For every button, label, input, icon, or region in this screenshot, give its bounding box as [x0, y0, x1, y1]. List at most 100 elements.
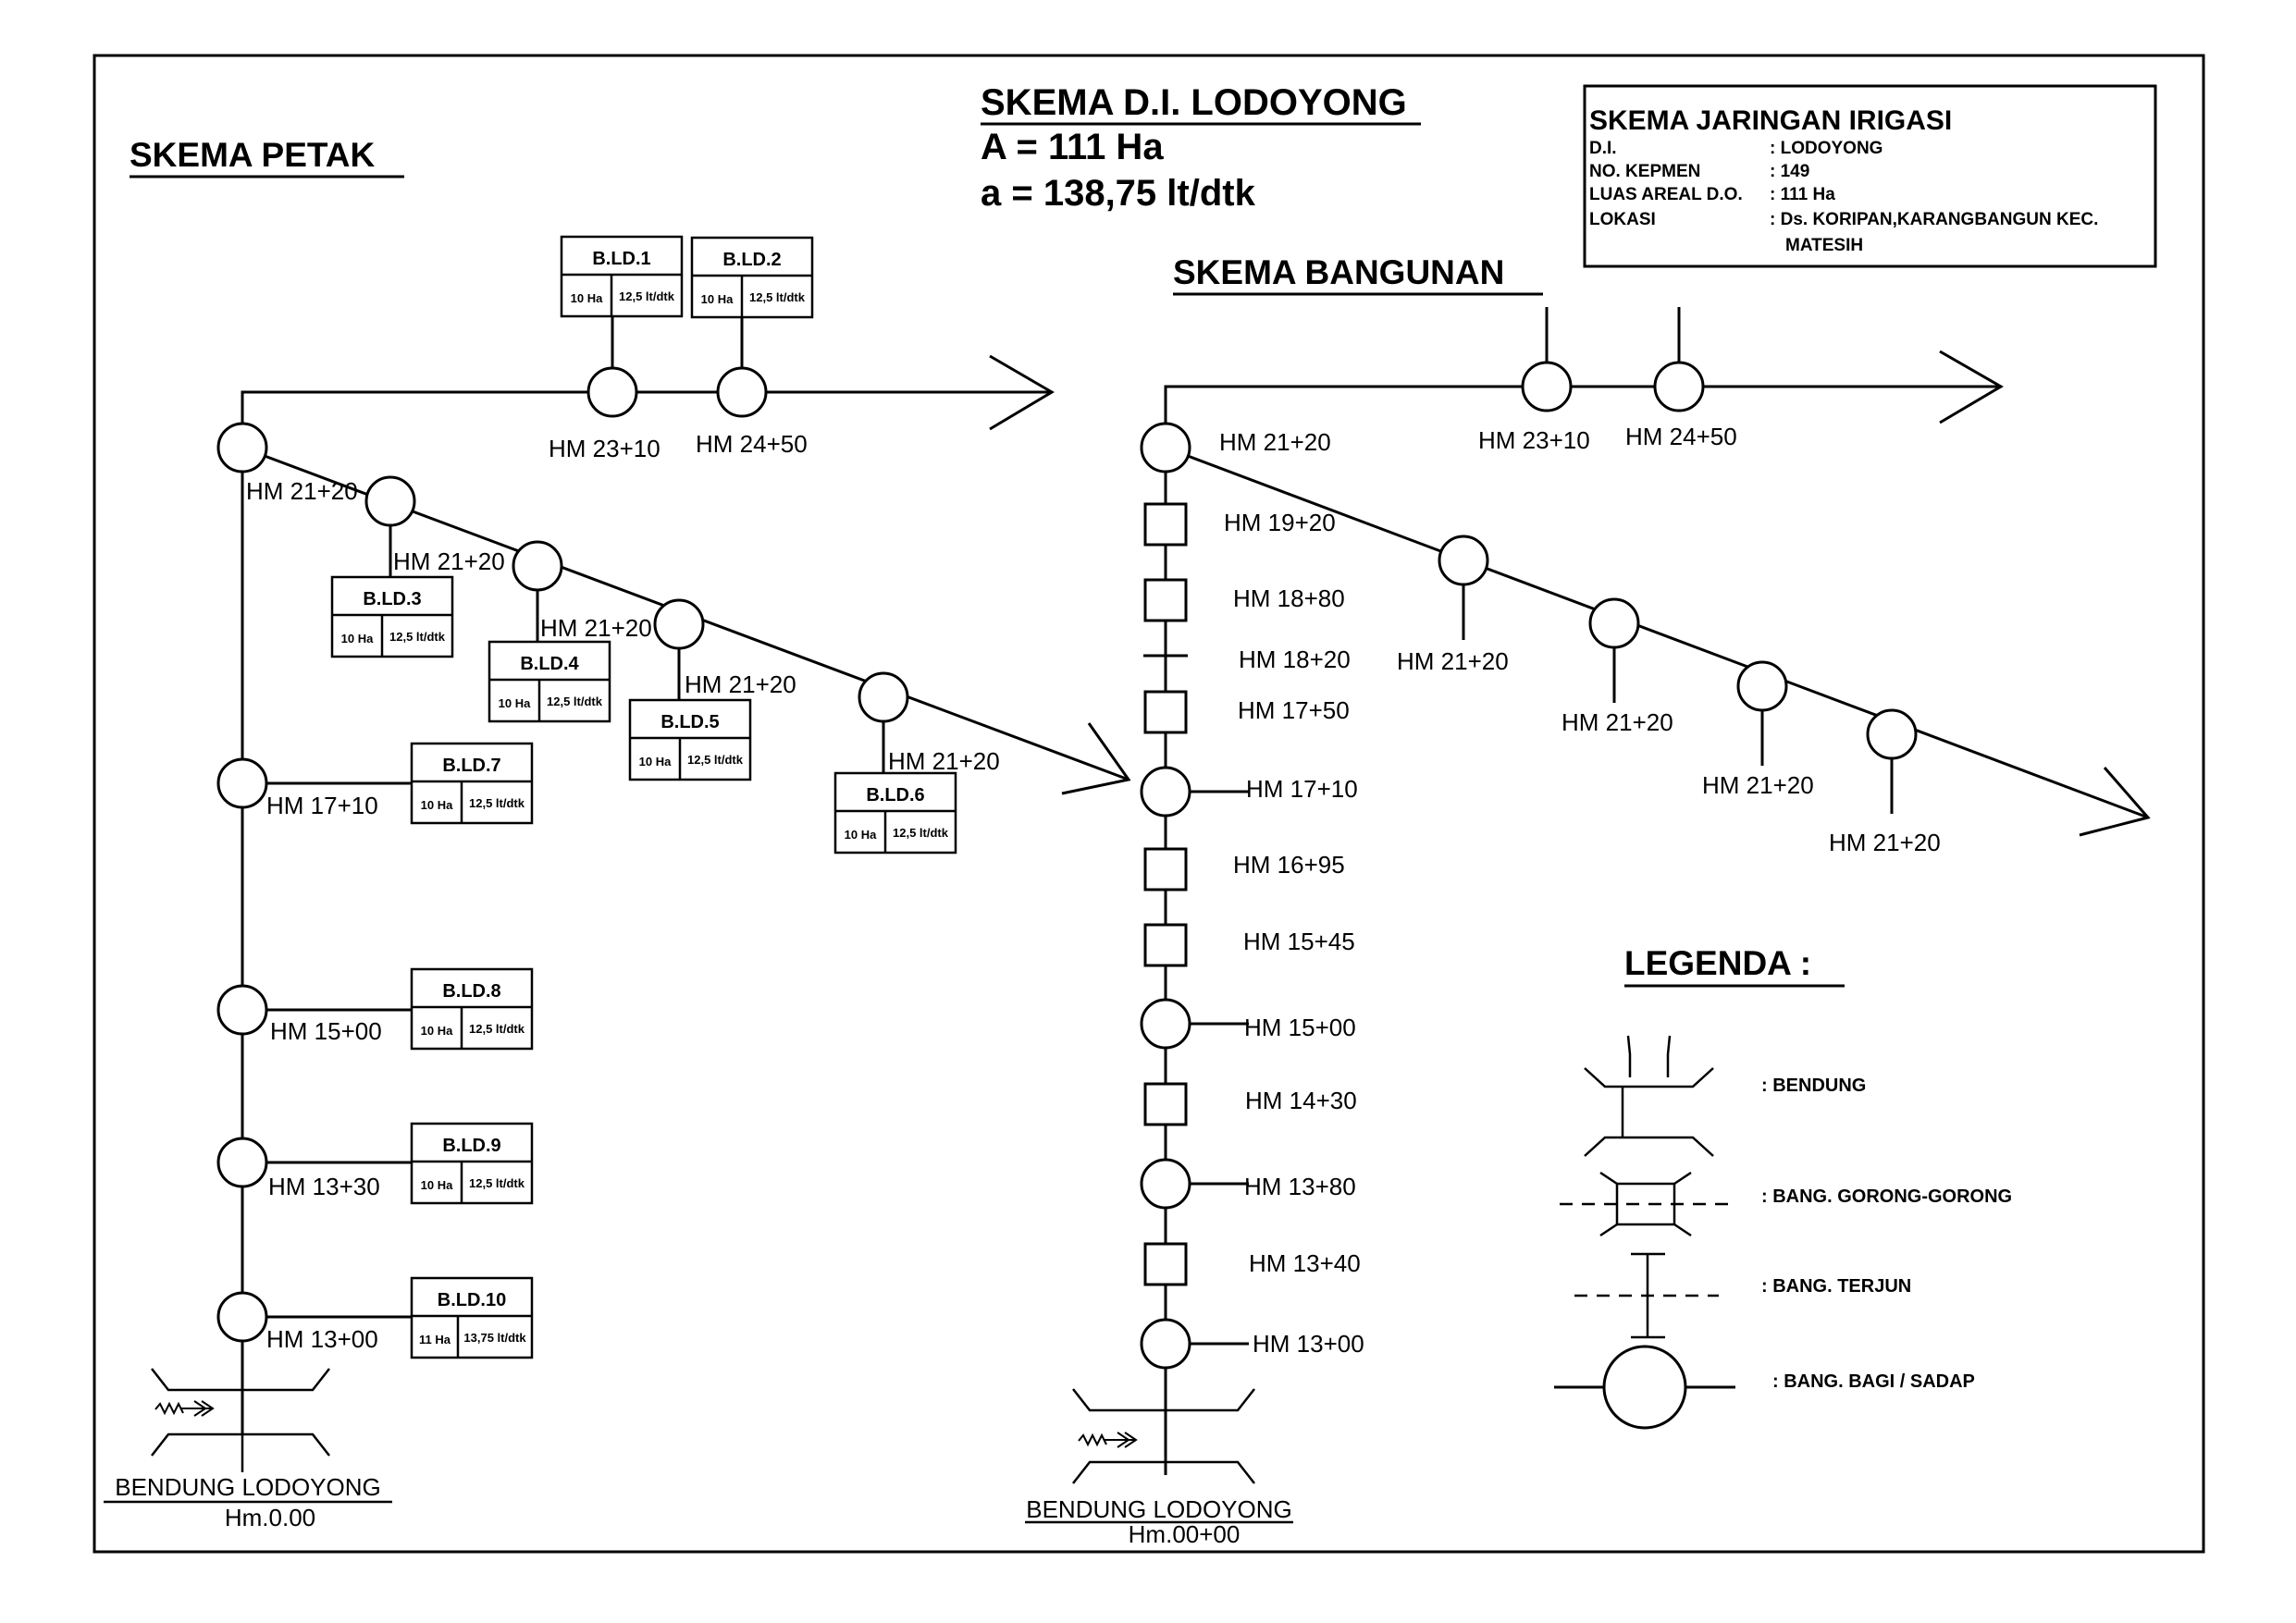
- block-bld2: B.LD.2 10 Ha 12,5 lt/dtk: [690, 236, 814, 319]
- block-area: 10 Ha: [421, 1024, 453, 1038]
- petak-node-hm-2120-c: [512, 540, 563, 592]
- bangunan-diagonal-arrow: [2079, 767, 2151, 837]
- block-flow: 12,5 lt/dtk: [469, 1022, 525, 1036]
- legend: LEGENDA : : BENDUNG : BANG. GORONG-GORON…: [1554, 944, 2012, 1430]
- bangunan-node-hm-1500: [1140, 998, 1191, 1050]
- petak-weir-hm: Hm.0.00: [225, 1504, 315, 1531]
- bangunan-label-diag-4: HM 21+20: [1829, 829, 1941, 856]
- culvert-hm-1340: [1143, 1242, 1188, 1286]
- block-area: 10 Ha: [845, 828, 877, 842]
- bangunan-weir-symbol: [1072, 1388, 1255, 1484]
- bangunan-node-diag-2: [1588, 597, 1640, 649]
- block-area: 10 Ha: [639, 755, 672, 768]
- petak-node-hm-2450: [716, 366, 768, 418]
- bangunan-node-hm-2310: [1521, 361, 1573, 412]
- block-name: B.LD.6: [866, 785, 924, 805]
- culvert-hm-1920: [1143, 502, 1188, 547]
- petak-node-hm-2120-e: [858, 671, 909, 723]
- bangunan-label-hm-1820: HM 18+20: [1239, 646, 1351, 673]
- info-key-location: LOKASI: [1589, 210, 1656, 229]
- block-bld3: B.LD.3 10 Ha 12,5 lt/dtk: [330, 575, 454, 658]
- bangunan-label-hm-1695: HM 16+95: [1233, 851, 1345, 879]
- block-flow: 12,5 lt/dtk: [469, 1176, 525, 1190]
- block-area: 10 Ha: [421, 1178, 453, 1192]
- petak-node-hm-2310: [586, 366, 638, 418]
- bangunan-label-hm-1430: HM 14+30: [1245, 1087, 1357, 1114]
- culvert-hm-1750: [1143, 690, 1188, 734]
- bangunan-label-diag-3: HM 21+20: [1702, 771, 1814, 799]
- bangunan-label-hm-1920: HM 19+20: [1224, 509, 1336, 536]
- petak-label-hm-2120-c: HM 21+20: [540, 614, 652, 642]
- culvert-hm-1430: [1143, 1082, 1188, 1126]
- culvert-icon: [1560, 1171, 1734, 1237]
- petak-label-hm-1710: HM 17+10: [266, 792, 378, 819]
- bangunan-label-hm-1545: HM 15+45: [1243, 928, 1355, 955]
- bangunan-label-hm-1300: HM 13+00: [1253, 1330, 1364, 1358]
- block-flow: 12,5 lt/dtk: [687, 753, 744, 767]
- bangunan-node-hm-1710: [1140, 766, 1191, 818]
- drop-structure-icon: [1574, 1252, 1719, 1339]
- block-flow: 12,5 lt/dtk: [893, 826, 949, 840]
- bangunan-node-hm-2450: [1653, 361, 1705, 412]
- info-val-area: : 111 Ha: [1770, 185, 1835, 204]
- bangunan-diagonal-canal: [1165, 446, 2149, 819]
- info-val-di: : LODOYONG: [1770, 139, 1882, 158]
- petak-node-hm-2120-b: [364, 475, 416, 527]
- skema-petak-heading: SKEMA PETAK: [130, 136, 375, 174]
- info-val-kepmen: : 149: [1770, 162, 1809, 181]
- bangunan-label-hm-1710: HM 17+10: [1246, 775, 1358, 803]
- petak-label-hm-1330: HM 13+30: [268, 1173, 380, 1200]
- bangunan-node-diag-1: [1438, 535, 1489, 586]
- petak-node-hm-1710: [216, 757, 268, 809]
- block-area: 10 Ha: [341, 632, 374, 646]
- culvert-hm-1695: [1143, 847, 1188, 891]
- petak-label-hm-2310: HM 23+10: [549, 435, 660, 462]
- skema-bangunan: SKEMA BANGUNAN: [1025, 253, 2151, 1548]
- petak-node-hm-2120-d: [653, 598, 705, 650]
- area-total: A = 111 Ha: [981, 127, 1164, 167]
- info-box-frame: [1583, 84, 2157, 268]
- block-area: 10 Ha: [499, 696, 531, 710]
- block-flow: 12,5 lt/dtk: [547, 695, 603, 708]
- petak-node-hm-1500: [216, 984, 268, 1036]
- legend-label-culvert: : BANG. GORONG-GORONG: [1761, 1187, 2012, 1207]
- culvert-hm-1545: [1143, 923, 1188, 967]
- legend-label-weir: : BENDUNG: [1761, 1076, 1866, 1096]
- block-name: B.LD.9: [442, 1136, 500, 1156]
- block-flow: 13,75 lt/dtk: [463, 1331, 526, 1345]
- block-flow: 12,5 lt/dtk: [469, 796, 525, 810]
- petak-node-hm-1330: [216, 1137, 268, 1188]
- petak-label-hm-2120-b: HM 21+20: [393, 547, 505, 575]
- bangunan-top-arrow: [1939, 350, 2004, 424]
- petak-weir-symbol: [151, 1368, 330, 1472]
- bangunan-label-hm-1340: HM 13+40: [1249, 1249, 1361, 1277]
- block-name: B.LD.4: [520, 654, 579, 674]
- bangunan-label-hm-2120: HM 21+20: [1219, 428, 1331, 456]
- bangunan-weir-hm: Hm.00+00: [1129, 1520, 1241, 1548]
- petak-label-hm-2450: HM 24+50: [696, 430, 808, 458]
- bangunan-label-diag-1: HM 21+20: [1397, 647, 1509, 675]
- block-bld6: B.LD.6 10 Ha 12,5 lt/dtk: [833, 771, 957, 855]
- petak-label-hm-2120-a: HM 21+20: [246, 477, 358, 505]
- petak-node-hm-1300: [216, 1291, 268, 1343]
- block-bld5: B.LD.5 10 Ha 12,5 lt/dtk: [628, 698, 752, 781]
- drawing-border: [93, 54, 2205, 1554]
- block-name: B.LD.3: [363, 589, 421, 609]
- petak-label-hm-1500: HM 15+00: [270, 1017, 382, 1045]
- petak-label-hm-2120-d: HM 21+20: [685, 670, 796, 698]
- bangunan-label-hm-1880: HM 18+80: [1233, 584, 1345, 612]
- main-title: SKEMA D.I. LODOYONG: [981, 82, 1407, 123]
- info-key-area: LUAS AREAL D.O.: [1589, 185, 1743, 204]
- skema-petak: SKEMA PETAK HM 23+10 HM: [104, 136, 1131, 1531]
- info-val-location-cont: MATESIH: [1785, 236, 1863, 255]
- legend-label-division: : BANG. BAGI / SADAP: [1772, 1371, 1975, 1392]
- block-name: B.LD.2: [722, 250, 781, 270]
- block-bld10: B.LD.10 11 Ha 13,75 lt/dtk: [410, 1276, 534, 1359]
- petak-label-hm-1300: HM 13+00: [266, 1325, 378, 1353]
- block-flow: 12,5 lt/dtk: [749, 290, 806, 304]
- bangunan-weir-name: BENDUNG LODOYONG: [1026, 1495, 1292, 1523]
- bangunan-node-diag-4: [1866, 708, 1918, 760]
- block-name: B.LD.5: [660, 712, 719, 732]
- skema-bangunan-heading: SKEMA BANGUNAN: [1173, 253, 1504, 291]
